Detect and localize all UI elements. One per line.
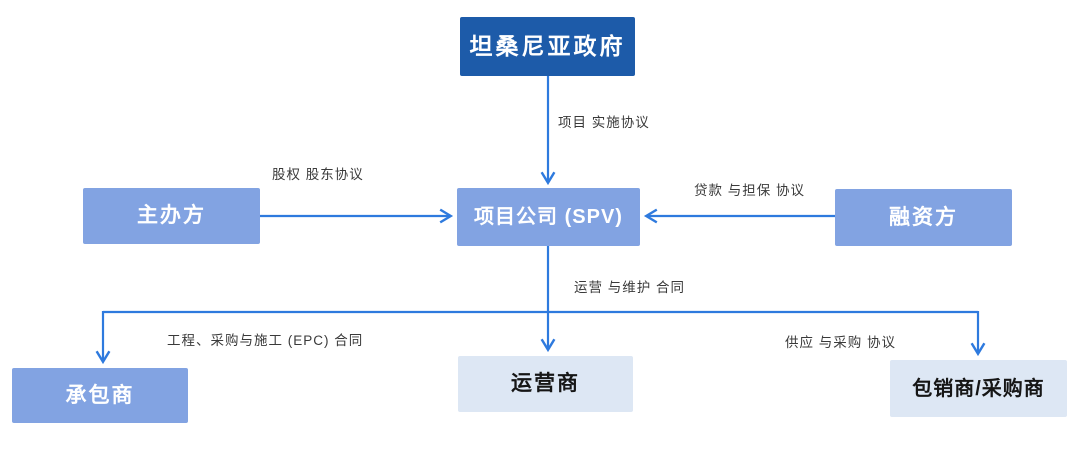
edge-label-operation-maintenance-contract: 运营 与维护 合同 (574, 280, 686, 295)
node-financier: 融资方 (835, 189, 1012, 246)
node-government: 坦桑尼亚政府 (460, 17, 635, 76)
node-sponsor: 主办方 (83, 188, 260, 244)
edge-label-implementation-agreement: 项目 实施协议 (558, 115, 650, 130)
node-contractor: 承包商 (12, 368, 188, 423)
node-operator: 运营商 (458, 356, 633, 412)
node-project-company-spv: 项目公司 (SPV) (457, 188, 640, 246)
edge-label-loan-guarantee-agreement: 贷款 与担保 协议 (694, 183, 806, 198)
node-offtaker: 包销商/采购商 (890, 360, 1067, 417)
edge-label-epc-contract: 工程、采购与施工 (EPC) 合同 (167, 333, 364, 348)
edge-label-equity-shareholder-agreement: 股权 股东协议 (272, 167, 364, 182)
edge-label-supply-procurement-agreement: 供应 与采购 协议 (785, 335, 897, 350)
